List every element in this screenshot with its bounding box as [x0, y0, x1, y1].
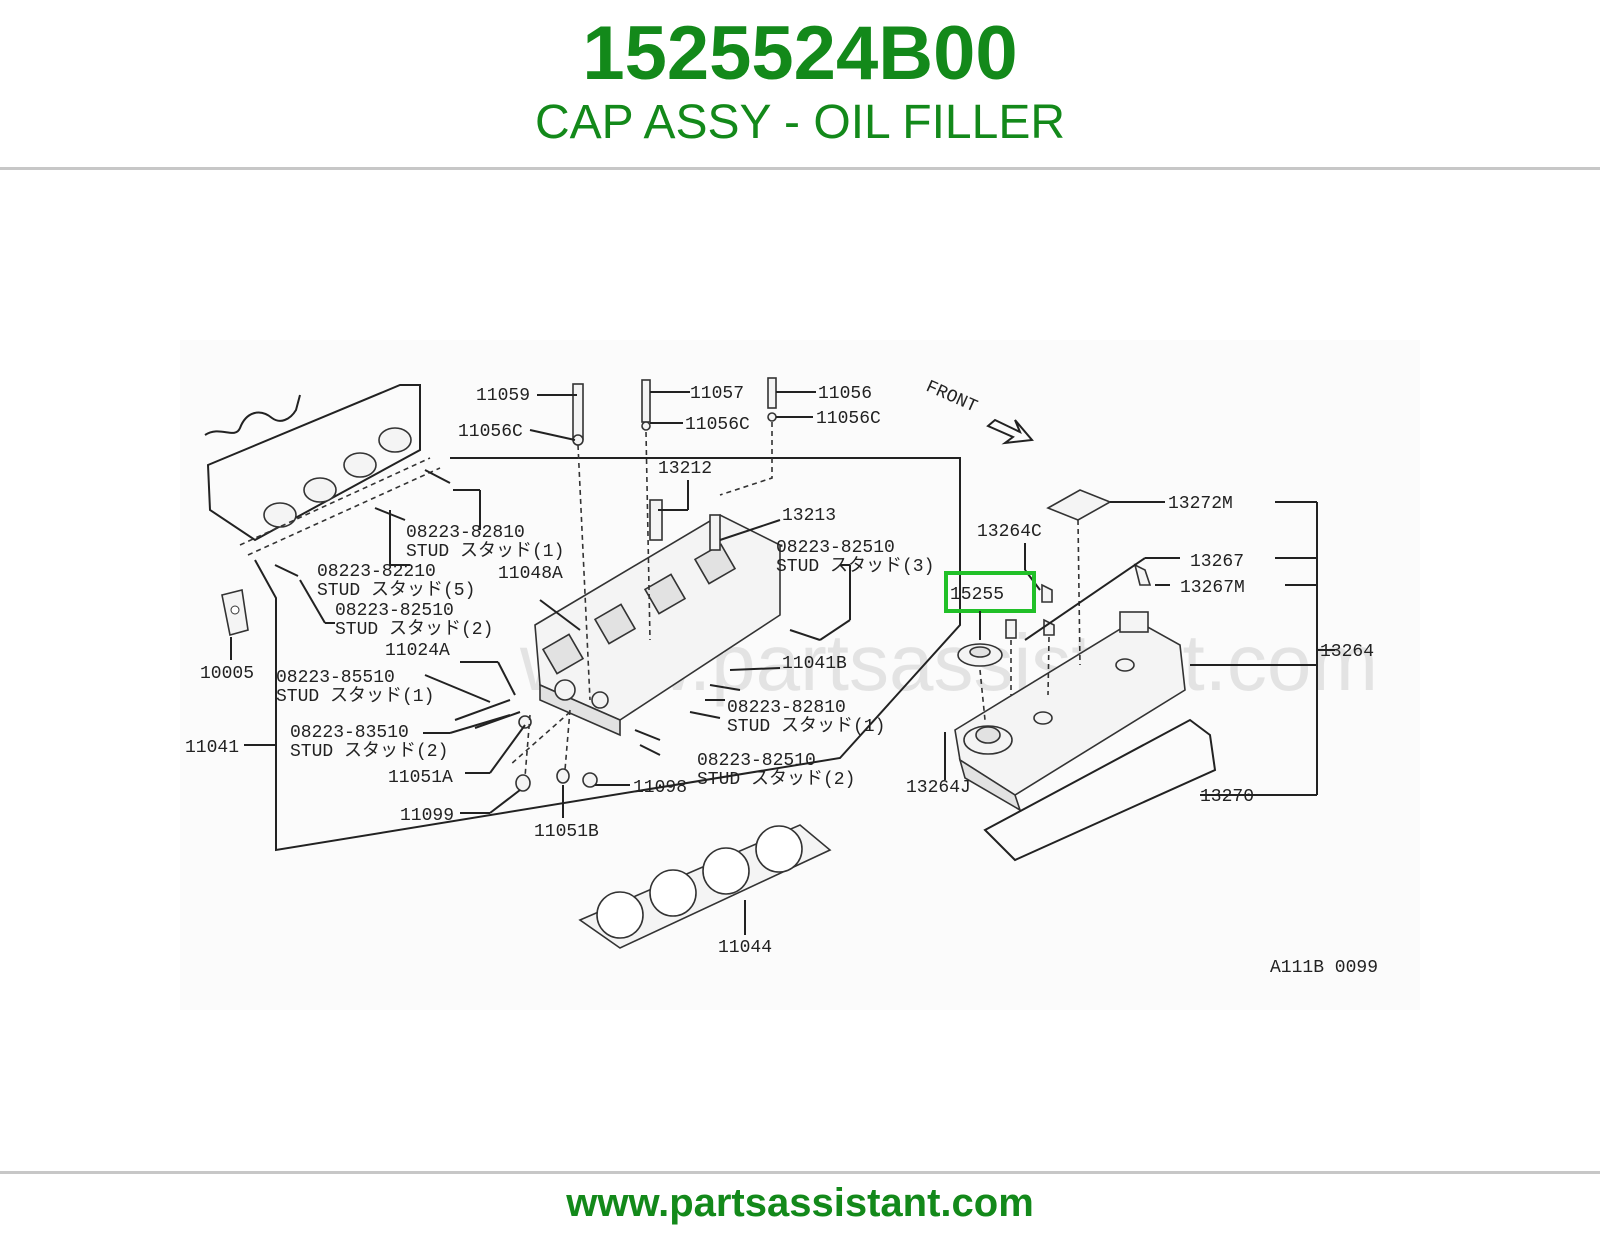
callout-stud-2-c: STUD スタッド(2)	[697, 768, 855, 790]
nuts-drawing	[515, 715, 598, 792]
leader-lines-right	[944, 501, 1335, 796]
callout-11041: 11041	[185, 738, 239, 758]
callout-08223-82510-b: 08223-82510	[776, 538, 895, 558]
rocker-cover-drawing	[954, 611, 1186, 812]
callout-11098: 11098	[633, 778, 687, 798]
grommets-drawing	[1005, 563, 1152, 639]
callout-10005: 10005	[200, 664, 254, 684]
callout-08223-82510-a: 08223-82510	[335, 601, 454, 621]
callout-13264c: 13264C	[977, 522, 1042, 542]
callout-11099: 11099	[400, 806, 454, 826]
rocker-cover-gasket-drawing	[983, 718, 1217, 862]
oil-filler-cap-15255-drawing	[957, 643, 1003, 667]
callout-15255: 15255	[950, 585, 1004, 605]
callout-08223-82810-a: 08223-82810	[406, 523, 525, 543]
callout-13212: 13212	[658, 459, 712, 479]
head-gasket-11044-drawing	[578, 824, 832, 949]
callout-11059: 11059	[476, 386, 530, 406]
highlight-box-15255	[944, 571, 1036, 613]
callout-stud-5: STUD スタッド(5)	[317, 579, 475, 601]
callout-11044: 11044	[718, 938, 772, 958]
callout-13267m: 13267M	[1180, 578, 1245, 598]
header: 1525524B00 CAP ASSY - OIL FILLER	[0, 0, 1600, 168]
callout-11056: 11056	[818, 384, 872, 404]
callout-stud-1-a: STUD スタッド(1)	[406, 540, 564, 562]
parts-diagram-svg: www.partsassistant.com	[180, 340, 1420, 1010]
callout-13213: 13213	[782, 506, 836, 526]
footer-website-link[interactable]: www.partsassistant.com	[566, 1181, 1034, 1225]
callout-11041b: 11041B	[782, 654, 847, 674]
callout-stud-1-c: STUD スタッド(1)	[727, 715, 885, 737]
leader-lines-left	[230, 391, 851, 935]
callout-08223-83510: 08223-83510	[290, 723, 409, 743]
diagram-background	[180, 340, 1420, 1010]
callout-08223-82210: 08223-82210	[317, 562, 436, 582]
parts-diagram: www.partsassistant.com	[180, 340, 1420, 1010]
callout-stud-2-a: STUD スタッド(2)	[335, 618, 493, 640]
footer-divider	[0, 1171, 1600, 1174]
bracket-10005-drawing	[221, 589, 249, 637]
callout-11051b: 11051B	[534, 822, 599, 842]
callout-13267: 13267	[1190, 552, 1244, 572]
callout-stud-2-b: STUD スタッド(2)	[290, 740, 448, 762]
part-description: CAP ASSY - OIL FILLER	[534, 96, 1065, 149]
callout-13270: 13270	[1200, 787, 1254, 807]
callout-11056c-c: 11056C	[816, 409, 881, 429]
callout-stud-3: STUD スタッド(3)	[776, 555, 934, 577]
cylinder-head-frame	[254, 457, 961, 852]
callout-11024a: 11024A	[385, 641, 450, 661]
diagram-code: A111B 0099	[1270, 958, 1378, 978]
callout-stud-1-b: STUD スタッド(1)	[276, 685, 434, 707]
callout-08223-85510: 08223-85510	[276, 668, 395, 688]
callout-08223-82810-b: 08223-82810	[727, 698, 846, 718]
callout-11057: 11057	[690, 384, 744, 404]
cylinder-head-drawing	[534, 499, 781, 737]
callout-11056c-b: 11056C	[685, 415, 750, 435]
studs-drawing	[274, 469, 821, 741]
callout-08223-82510-c: 08223-82510	[697, 751, 816, 771]
callout-labels: 11059 11056C 11057 11056C 11056 11056C 1…	[185, 384, 1378, 978]
callout-11048a: 11048A	[498, 564, 563, 584]
callout-11051a: 11051A	[388, 768, 453, 788]
header-divider	[0, 167, 1600, 170]
intake-manifold-drawing	[204, 384, 421, 542]
callout-13272m: 13272M	[1168, 494, 1233, 514]
callout-13264j: 13264J	[906, 778, 971, 798]
part-number: 1525524B00	[582, 11, 1018, 96]
callout-11056c-a: 11056C	[458, 422, 523, 442]
callout-13264: 13264	[1320, 642, 1374, 662]
